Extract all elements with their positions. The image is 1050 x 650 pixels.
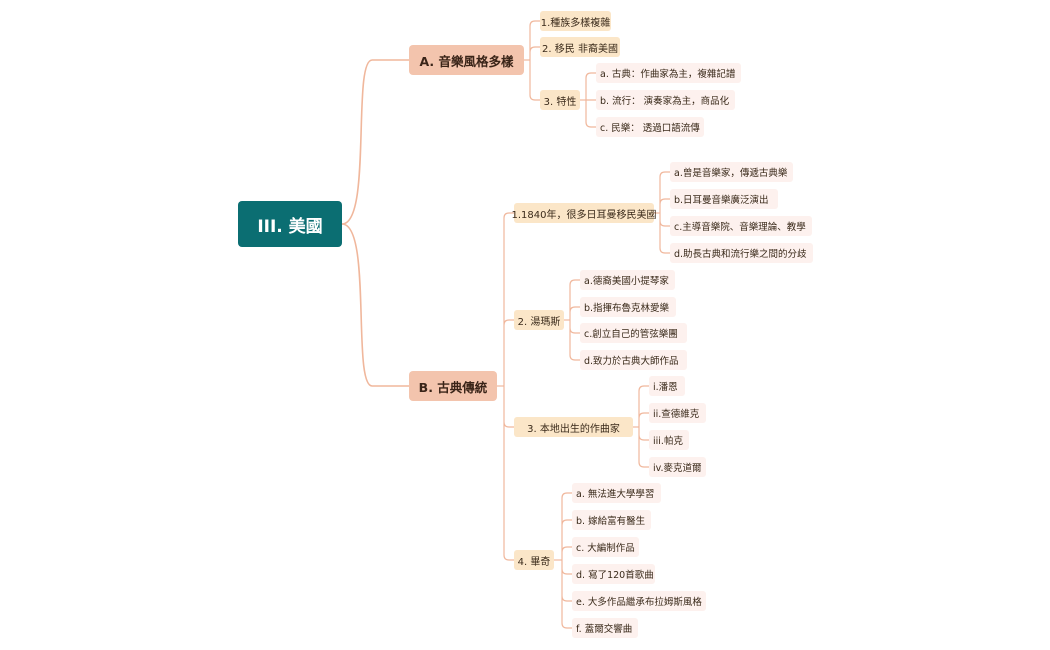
branch-b-item-1-child-b[interactable]: b.日耳曼音樂廣泛演出 <box>670 189 778 209</box>
link-branch-a-item-3-branches <box>585 72 596 128</box>
branch-b-item-4[interactable]: 4. 畢奇 <box>514 550 554 570</box>
branch-b-item-4-child-f[interactable]: f. 蓋爾交響曲 <box>572 618 638 638</box>
branch-a-item-1[interactable]: 1.種族多樣複雜 <box>540 11 611 31</box>
branch-b-item-4-child-b[interactable]: b. 嫁給富有醫生 <box>572 510 651 530</box>
branch-b-item-2-child-c[interactable]: c.創立自己的管弦樂團 <box>580 323 687 343</box>
branch-b-item-2[interactable]: 2. 湯瑪斯 <box>514 310 564 330</box>
link-root-branch-b <box>341 223 409 387</box>
branch-b-item-4-child-d[interactable]: d. 寫了120首歌曲 <box>572 564 655 584</box>
branch-b-node[interactable]: B. 古典傳統 <box>409 371 497 401</box>
branch-b-item-1-child-c[interactable]: c.主導音樂院、音樂理論、教學 <box>670 216 812 236</box>
branch-a-item-3-child-a[interactable]: a. 古典：作曲家為主，複雜記譜 <box>596 63 741 83</box>
branch-a-item-3-child-b[interactable]: b. 流行： 演奏家為主，商品化 <box>596 90 735 110</box>
branch-b-item-4-child-e[interactable]: e. 大多作品繼承布拉姆斯風格 <box>572 591 706 611</box>
branch-a-item-3[interactable]: 3. 特性 <box>540 90 580 110</box>
branch-b-item-3-child-iv[interactable]: iv.麥克道爾 <box>649 457 706 477</box>
link-branch-b-item-3-branches <box>638 385 649 468</box>
branch-b-item-3-child-iii[interactable]: iii.帕克 <box>649 430 689 450</box>
branch-b-item-1-child-d[interactable]: d.助長古典和流行樂之間的分歧 <box>670 243 813 263</box>
branch-b-item-3-child-ii[interactable]: ii.查德維克 <box>649 403 706 423</box>
branch-b-item-4-child-c[interactable]: c. 大編制作品 <box>572 537 639 557</box>
branch-a-item-2[interactable]: 2. 移民 非裔美國 <box>540 37 620 57</box>
link-branch-b-item-1-branches <box>659 171 670 254</box>
link-branch-a-branches <box>529 20 540 101</box>
branch-b-item-2-child-b[interactable]: b.指揮布魯克林愛樂 <box>580 297 676 317</box>
branch-b-item-4-child-a[interactable]: a. 無法進大學學習 <box>572 483 661 503</box>
branch-b-item-1[interactable]: 1.1840年，很多日耳曼移民美國 <box>512 203 657 223</box>
branch-b-item-2-child-d[interactable]: d.致力於古典大師作品 <box>580 350 687 370</box>
link-branch-b-branches <box>503 212 514 561</box>
branch-b-item-3[interactable]: 3. 本地出生的作曲家 <box>514 417 633 437</box>
link-root-branch-a <box>341 59 409 225</box>
link-branch-b-item-4-branches <box>561 492 572 629</box>
branch-b-item-1-child-a[interactable]: a.曾是音樂家，傳遞古典樂 <box>670 162 793 182</box>
link-branch-b-item-2-branches <box>569 279 580 361</box>
branch-b-item-2-child-a[interactable]: a.德裔美國小提琴家 <box>580 270 675 290</box>
branch-a-node[interactable]: A. 音樂風格多樣 <box>409 45 524 75</box>
branch-b-item-3-child-i[interactable]: i.潘恩 <box>649 376 685 396</box>
root-node[interactable]: III. 美國 <box>238 201 342 247</box>
branch-a-item-3-child-c[interactable]: c. 民樂： 透過口語流傳 <box>596 117 704 137</box>
